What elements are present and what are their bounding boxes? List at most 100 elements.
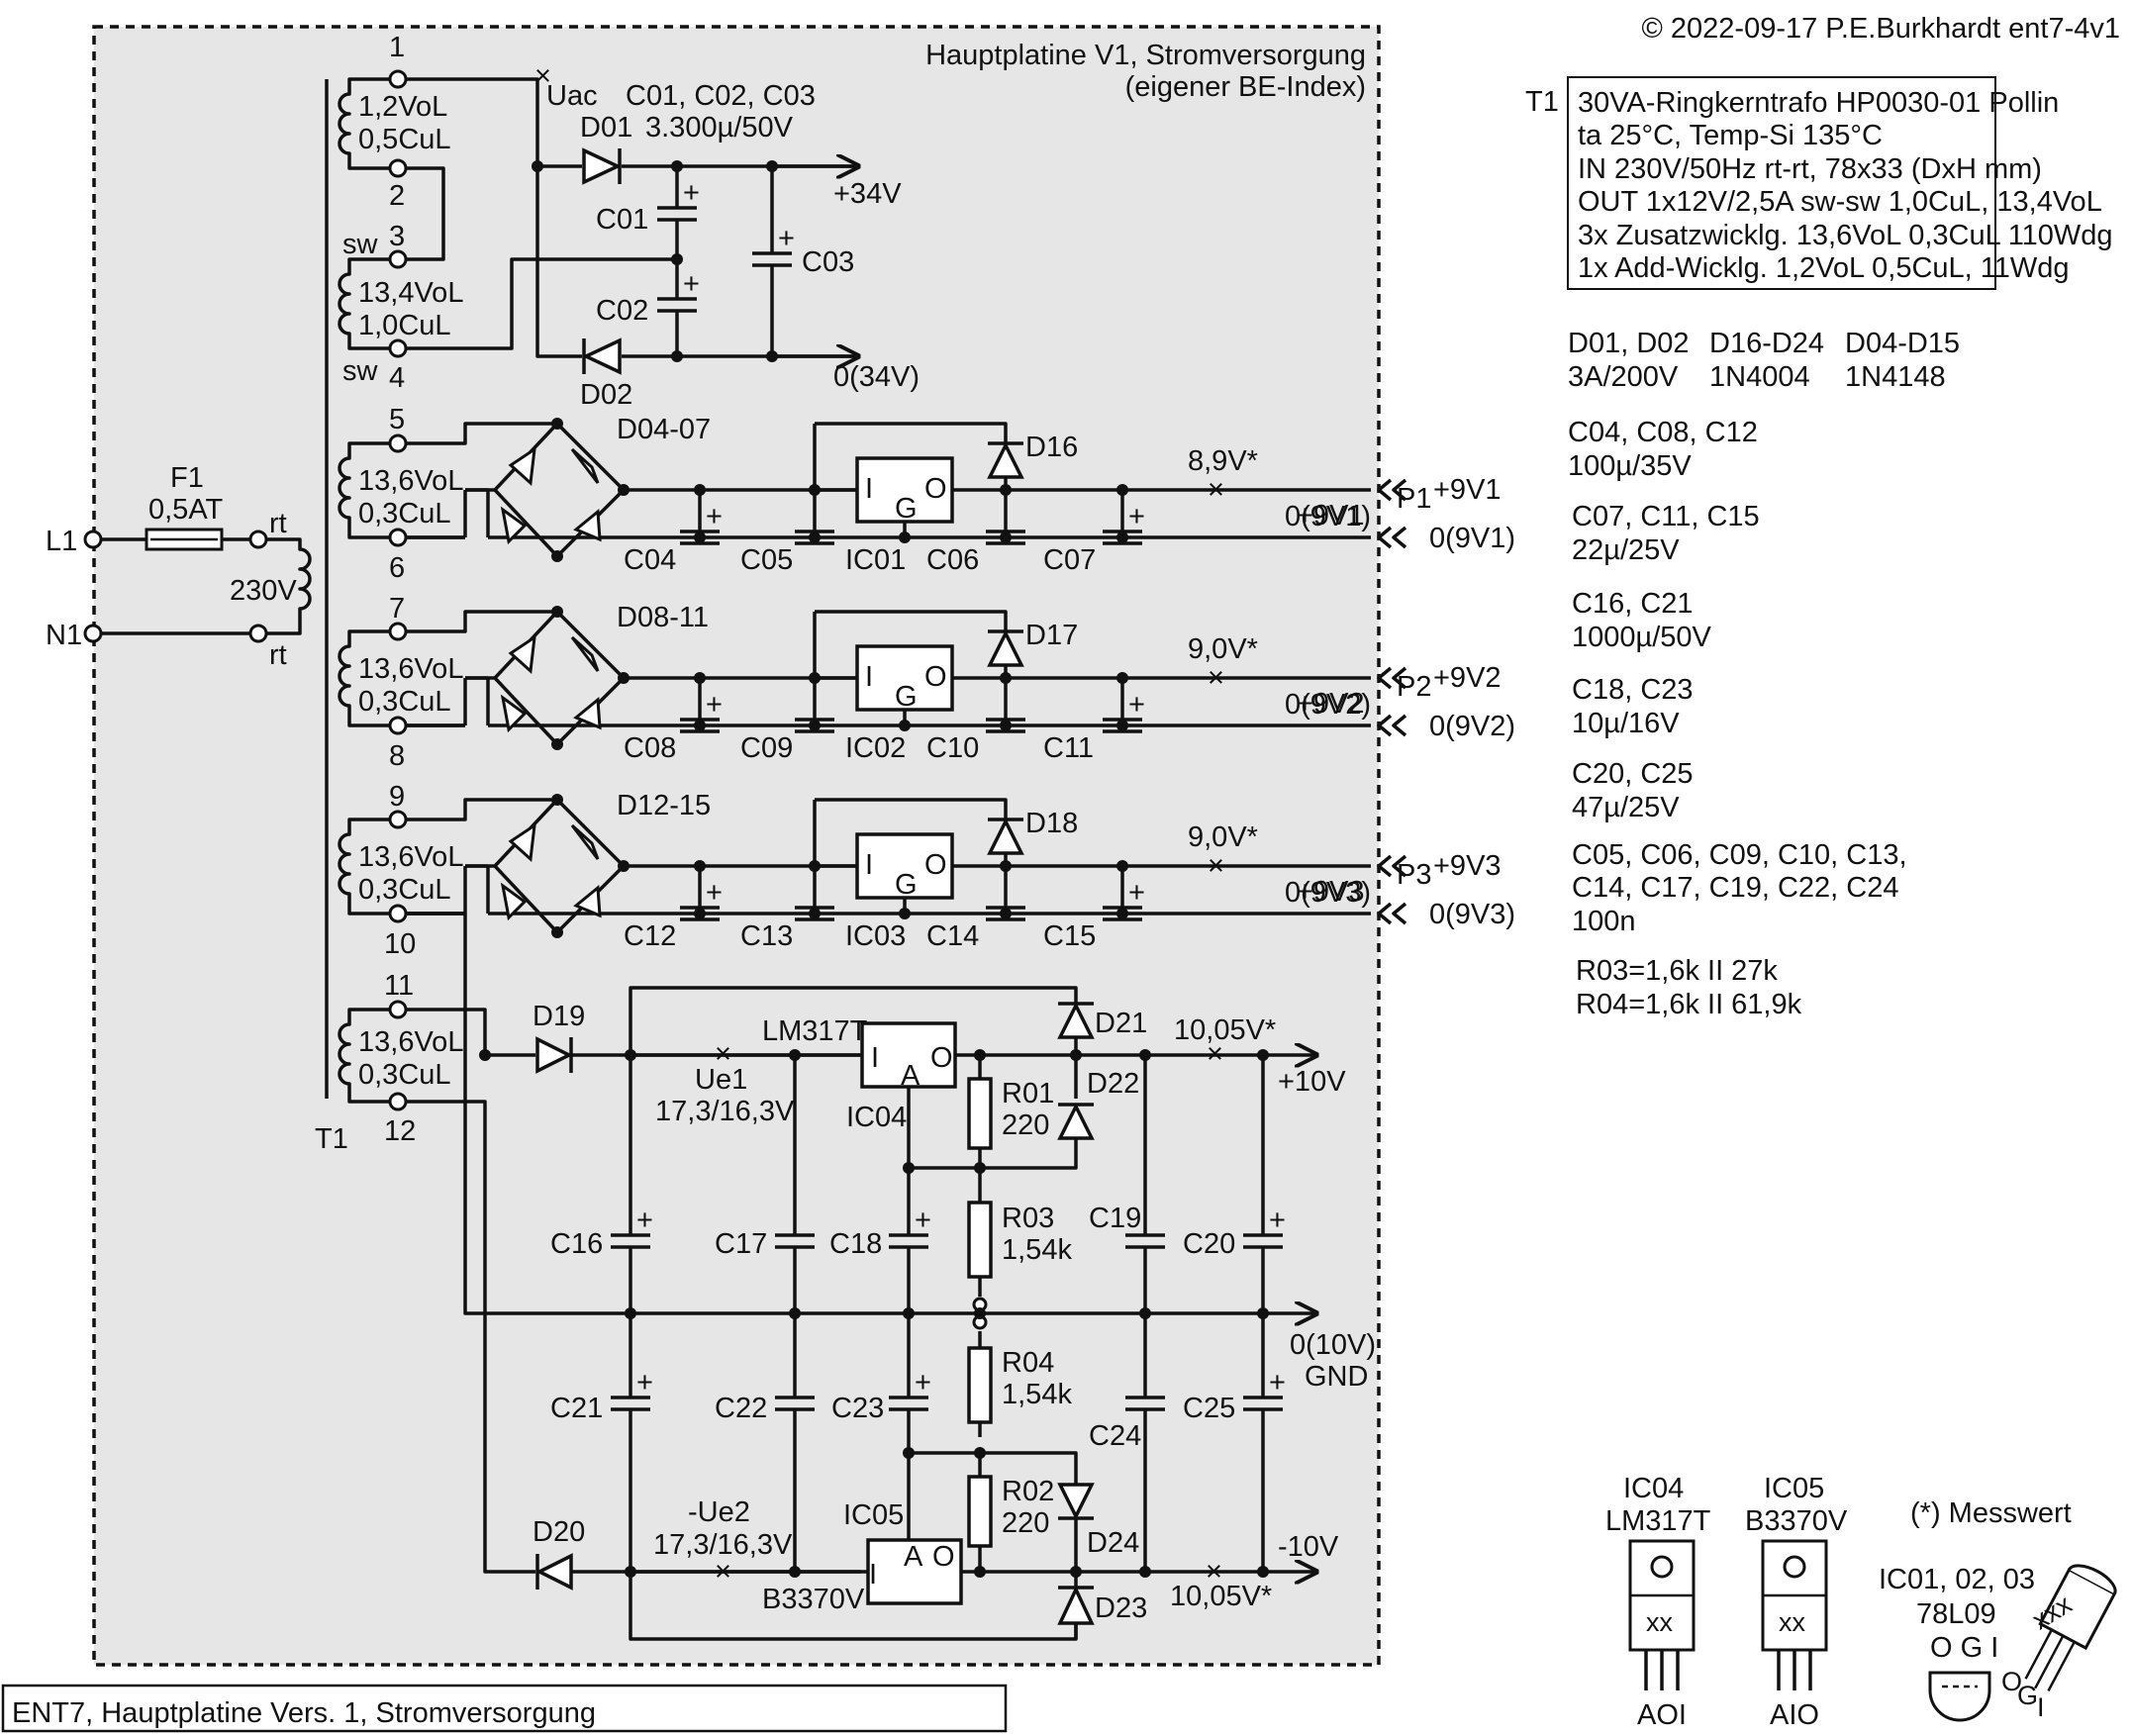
- c16-label: C16: [550, 1228, 603, 1260]
- ic-label: IC03: [845, 920, 906, 952]
- c17-label: C17: [715, 1228, 767, 1260]
- bridge-diode: [508, 633, 536, 675]
- regulator-pin-i: I: [865, 849, 873, 881]
- board-area: [92, 25, 1381, 1667]
- ue2-value: 17,3/16,3V: [653, 1529, 793, 1561]
- regulator-pin-g: G: [895, 681, 918, 713]
- winding4-line1: 13,6VoL: [358, 653, 463, 685]
- bridge-diode: [573, 885, 602, 918]
- pin-4: 4: [389, 362, 405, 394]
- copyright-note: © 2022-09-17 P.E.Burkhardt ent7-4v1: [1641, 13, 2120, 45]
- t1-spec-line: ta 25°C, Temp-Si 135°C: [1578, 120, 1883, 151]
- c19-label: C19: [1089, 1203, 1141, 1234]
- measure-label: 8,9V*: [1188, 445, 1258, 477]
- t1-spec-line: IN 230V/50Hz rt-rt, 78x33 (DxH mm): [1578, 153, 2042, 185]
- d23-label: D23: [1095, 1592, 1147, 1624]
- c-a-label: C05: [740, 544, 793, 576]
- diode-d19: [535, 1036, 573, 1074]
- bridge-diode: [570, 447, 600, 484]
- c-a-label: C09: [740, 732, 793, 764]
- pkg-to92-pins: O G I: [1930, 1632, 1998, 1664]
- regulator-pin-o: O: [924, 661, 947, 693]
- r02-value: 220: [1002, 1507, 1049, 1539]
- pin-2: 2: [389, 180, 405, 212]
- regulator-pin-o: O: [924, 849, 947, 881]
- d19-label: D19: [533, 1001, 585, 1032]
- board-subtitle: (eigener BE-Index): [1125, 71, 1366, 103]
- winding3-line2: 0,3CuL: [358, 498, 451, 530]
- ic05-box: [866, 1538, 963, 1605]
- cap-ref: C18, C23: [1572, 674, 1694, 706]
- package-to92: (*) Messwert IC01, 02, 03 78L09 O G I xx…: [1879, 1497, 2117, 1722]
- cap-value: 10µ/16V: [1572, 708, 1680, 739]
- board-title: Hauptplatine V1, Stromversorgung: [925, 40, 1366, 71]
- svg-text:+: +: [683, 268, 700, 300]
- cap-ref: C20, C25: [1572, 758, 1694, 790]
- pkg-to92-i: I: [2037, 1692, 2045, 1722]
- c-out-label: C15: [1043, 920, 1096, 952]
- svg-text:+: +: [1128, 689, 1145, 721]
- bridge-diode: [508, 821, 536, 863]
- svg-text:+: +: [706, 501, 723, 532]
- pin-9: 9: [389, 781, 405, 813]
- bridge-diode: [570, 823, 600, 860]
- rail-gnd-label: 0(9V3): [1285, 877, 1371, 909]
- measure-note: (*) Messwert: [1910, 1497, 2072, 1529]
- diode-ref: D16-D24: [1709, 328, 1824, 359]
- diode-label: D16: [1025, 432, 1078, 463]
- diode-d02: [581, 338, 622, 375]
- t1-spec: T1 30VA-Ringkerntrafo HP0030-01 Pollin t…: [1525, 76, 2113, 290]
- pkg-ic05-ref: IC05: [1764, 1473, 1824, 1504]
- svg-text:×: ×: [1208, 474, 1224, 506]
- winding2-line1: 13,4VoL: [358, 277, 463, 309]
- c22-label: C22: [715, 1393, 767, 1424]
- pin-1: 1: [389, 32, 405, 63]
- to92-3d: [2024, 1564, 2117, 1691]
- rt-top-label: rt: [269, 508, 287, 539]
- bridge-label: D08-11: [617, 602, 709, 633]
- measure-label: 9,0V*: [1188, 633, 1258, 665]
- r01-value: 220: [1002, 1109, 1049, 1141]
- ic05-pin-i: I: [869, 1559, 877, 1591]
- r04-label: R04: [1002, 1347, 1054, 1379]
- mains-input: L1 N1 F1 0,5AT rt rt 230V: [46, 462, 312, 671]
- rail-pos-label: +9V3: [1297, 876, 1365, 908]
- measure-bottom: 10,05V*: [1170, 1581, 1272, 1612]
- l1-label: L1: [46, 526, 77, 557]
- c-out-label: C11: [1043, 732, 1094, 764]
- diode-d01: [582, 147, 623, 185]
- c18-label: C18: [829, 1228, 882, 1260]
- c-b-label: C06: [926, 544, 979, 576]
- diode-label: D18: [1025, 808, 1078, 839]
- pkg-ic05-type: B3370V: [1745, 1505, 1848, 1537]
- svg-text:+: +: [636, 1367, 653, 1398]
- d21-label: D21: [1095, 1008, 1147, 1039]
- regulator-pin-g: G: [895, 493, 918, 525]
- cap-value: 1000µ/50V: [1572, 622, 1712, 653]
- diode-value: 3A/200V: [1568, 361, 1679, 393]
- ue1-value: 17,3/16,3V: [655, 1096, 795, 1127]
- out-34v-gnd-label: 0(34V): [833, 361, 920, 393]
- svg-text:×: ×: [1208, 850, 1224, 882]
- c23-label: C23: [831, 1393, 884, 1424]
- ic04-pin-a: A: [901, 1060, 921, 1092]
- pkg-ic04-pins: AOI: [1637, 1699, 1687, 1731]
- winding2-line2: 1,0CuL: [358, 310, 451, 341]
- winding4-line2: 0,3CuL: [358, 686, 451, 718]
- small-caps-line: C05, C06, C09, C10, C13,: [1572, 839, 1907, 871]
- cap-value: 100µ/35V: [1568, 450, 1692, 482]
- pkg-ic05-pins: AIO: [1770, 1699, 1819, 1731]
- svg-text:+: +: [1128, 501, 1145, 532]
- ic04-label: IC04: [846, 1102, 907, 1133]
- c24-label: C24: [1089, 1420, 1141, 1452]
- port-label: P2: [1397, 671, 1431, 703]
- resistor-note: R03=1,6k II 27k: [1576, 955, 1778, 987]
- primary-voltage: 230V: [230, 575, 297, 607]
- ic05-type-label: B3370V: [762, 1584, 865, 1615]
- pkg-to92-g: G: [2017, 1681, 2038, 1710]
- svg-text:+: +: [706, 877, 723, 909]
- bridge-diode: [573, 509, 602, 542]
- pin-7: 7: [389, 593, 405, 625]
- bridge-diode: [508, 445, 536, 487]
